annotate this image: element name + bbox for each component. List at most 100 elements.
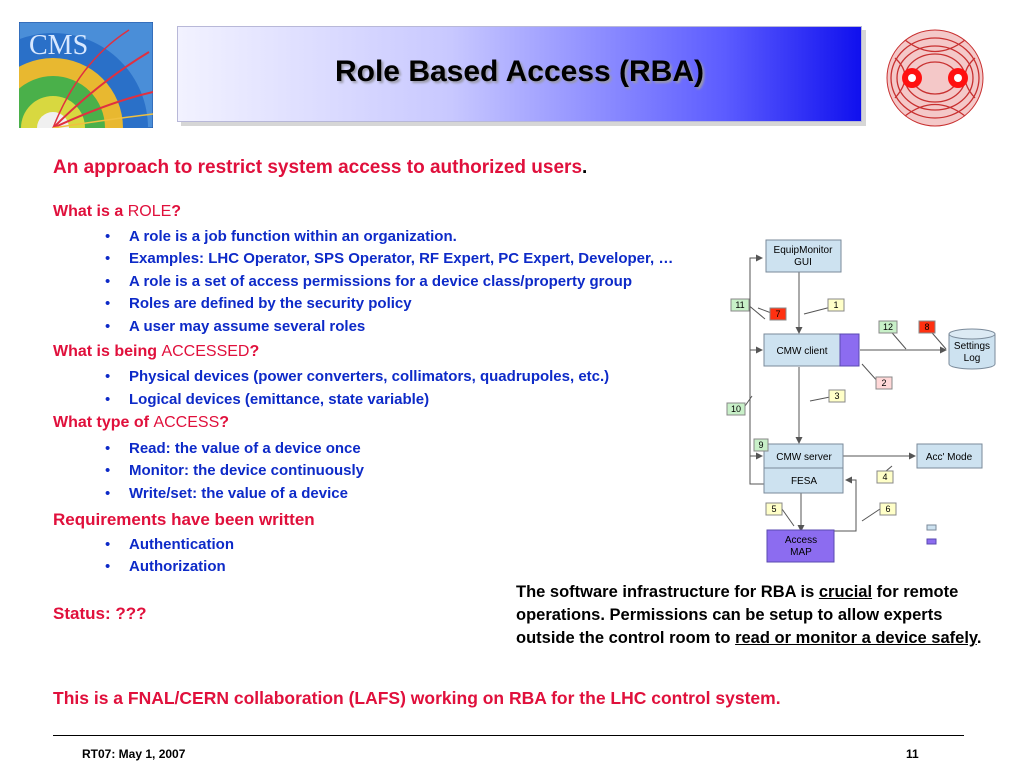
svg-text:10: 10 [731, 404, 741, 414]
bullet-text: Read: the value of a device once [129, 440, 361, 457]
bullet-item: •A role is a job function within an orga… [105, 228, 457, 245]
cms-logo: CMS [0, 21, 154, 223]
svg-text:5: 5 [771, 504, 776, 514]
box-label: Acc' Mode [926, 452, 973, 463]
svg-text:11: 11 [735, 300, 744, 310]
box-label: FESA [791, 476, 817, 487]
bullet-text: Monitor: the device continuously [129, 462, 365, 479]
bullet-item: •Write/set: the value of a device [105, 485, 348, 502]
access-map-box: Access MAP [766, 529, 835, 563]
svg-text:7: 7 [775, 309, 780, 319]
heading-prefix: Requirements have been written [53, 510, 315, 529]
box-label: CMW server [776, 452, 832, 463]
bullet-item: •Physical devices (power converters, col… [105, 368, 610, 385]
bullet-text: Physical devices (power converters, coll… [129, 368, 610, 385]
step-tag-10: 10 [726, 402, 746, 416]
bullet-text: Authorization [129, 558, 226, 575]
step-tag-2: 2 [875, 376, 893, 390]
title-banner: Role Based Access (RBA) [177, 26, 862, 122]
heading-keyword: ROLE [127, 203, 172, 220]
bullet-item: •Read: the value of a device once [105, 440, 361, 457]
step-tag-5: 5 [765, 502, 783, 516]
box-label: Settings [954, 341, 990, 352]
step-tag-6: 6 [879, 502, 897, 516]
box-label: Access [785, 535, 817, 546]
box-label: GUI [794, 257, 812, 268]
svg-text:4: 4 [882, 472, 887, 482]
box-label: MAP [790, 547, 812, 558]
bullet-text: A role is a set of access permissions fo… [129, 273, 632, 290]
heading-keyword: ACCESSED [161, 343, 250, 360]
page-title: Role Based Access (RBA) [334, 55, 704, 88]
status-text: Status: ??? [53, 604, 147, 623]
note-part: . [976, 629, 982, 647]
infrastructure-note: The software infrastructure for RBA is c… [516, 581, 996, 650]
step-tag-3: 3 [828, 389, 846, 403]
bullet-item: •Examples: LHC Operator, SPS Operator, R… [105, 250, 674, 267]
heading-prefix: What is a [53, 203, 128, 220]
bullet-text: Logical devices (emittance, state variab… [129, 391, 430, 408]
legend-swatch-light [926, 524, 937, 531]
note-part: for remote operations. Permissions can b… [516, 583, 959, 647]
intro-text: An approach to restrict system access to… [53, 157, 583, 178]
step-tag-4: 4 [876, 470, 894, 484]
svg-text:6: 6 [885, 504, 890, 514]
bullet-item: •Authorization [105, 558, 226, 575]
bullet-text: Authentication [129, 536, 234, 553]
bullet-text: Examples: LHC Operator, SPS Operator, RF… [129, 250, 674, 267]
cmw-server-box: CMW server [763, 443, 844, 469]
lhc-dipole-logo [880, 28, 990, 128]
step-tag-12: 12 [878, 320, 898, 334]
bullet-item: •Monitor: the device continuously [105, 462, 365, 479]
box-label: CMW client [776, 346, 827, 357]
bullet-text: Roles are defined by the security policy [129, 295, 412, 312]
svg-text:3: 3 [834, 391, 839, 401]
section-heading-access-type: What type of ACCESS? [53, 414, 229, 432]
step-tag-7: 7 [769, 307, 787, 321]
bullet-item: •A role is a set of access permissions f… [105, 273, 632, 290]
page-number: 11 [906, 747, 919, 761]
cms-logo-text: CMS [29, 30, 88, 61]
bullet-item: •Logical devices (emittance, state varia… [105, 391, 430, 408]
svg-text:8: 8 [924, 322, 929, 332]
cmw-client-box: CMW client [763, 333, 860, 367]
equipmonitor-gui-box: EquipMonitor GUI [765, 239, 842, 273]
note-underlined-safely: read or monitor a device safely [735, 629, 977, 647]
bullet-text: A user may assume several roles [129, 318, 366, 335]
bullet-text: Write/set: the value of a device [129, 485, 348, 502]
collaboration-text: This is a FNAL/CERN collaboration (LAFS)… [53, 688, 781, 708]
heading-suffix: ? [219, 414, 230, 431]
step-tag-8: 8 [918, 320, 936, 334]
heading-suffix: ? [249, 343, 260, 360]
bullet-item: •Roles are defined by the security polic… [105, 295, 412, 312]
svg-text:2: 2 [881, 378, 886, 388]
heading-prefix: What is being [53, 343, 162, 360]
acc-mode-box: Acc' Mode [916, 443, 983, 469]
svg-text:9: 9 [758, 440, 763, 450]
settings-log-cylinder: Settings Log [948, 328, 996, 370]
svg-text:1: 1 [833, 300, 838, 310]
fesa-box: FESA [763, 467, 844, 494]
intro-statement: An approach to restrict system access to… [53, 157, 587, 179]
step-tag-11: 11 [730, 298, 750, 312]
intro-period: . [582, 157, 588, 178]
footer-divider [53, 735, 964, 736]
svg-text:12: 12 [883, 322, 893, 332]
step-tag-1: 1 [827, 298, 845, 312]
step-tag-9: 9 [753, 438, 769, 452]
heading-keyword: ACCESS [153, 414, 220, 431]
box-label: EquipMonitor [774, 245, 834, 256]
section-heading-role: What is a ROLE? [53, 203, 181, 221]
rba-architecture-diagram: EquipMonitor GUI CMW client Settings Log… [722, 236, 1022, 576]
footer-date: RT07: May 1, 2007 [82, 747, 186, 761]
note-underlined-crucial: crucial [818, 583, 873, 601]
legend-swatch-purple [926, 538, 937, 545]
bullet-text: A role is a job function within an organ… [129, 228, 457, 245]
note-part: The software infrastructure for RBA is [516, 583, 819, 601]
heading-prefix: What type of [53, 414, 154, 431]
section-heading-requirements: Requirements have been written [53, 510, 315, 530]
bullet-item: •A user may assume several roles [105, 318, 366, 335]
box-label: Log [964, 353, 981, 364]
bullet-item: •Authentication [105, 536, 234, 553]
heading-suffix: ? [171, 203, 182, 220]
